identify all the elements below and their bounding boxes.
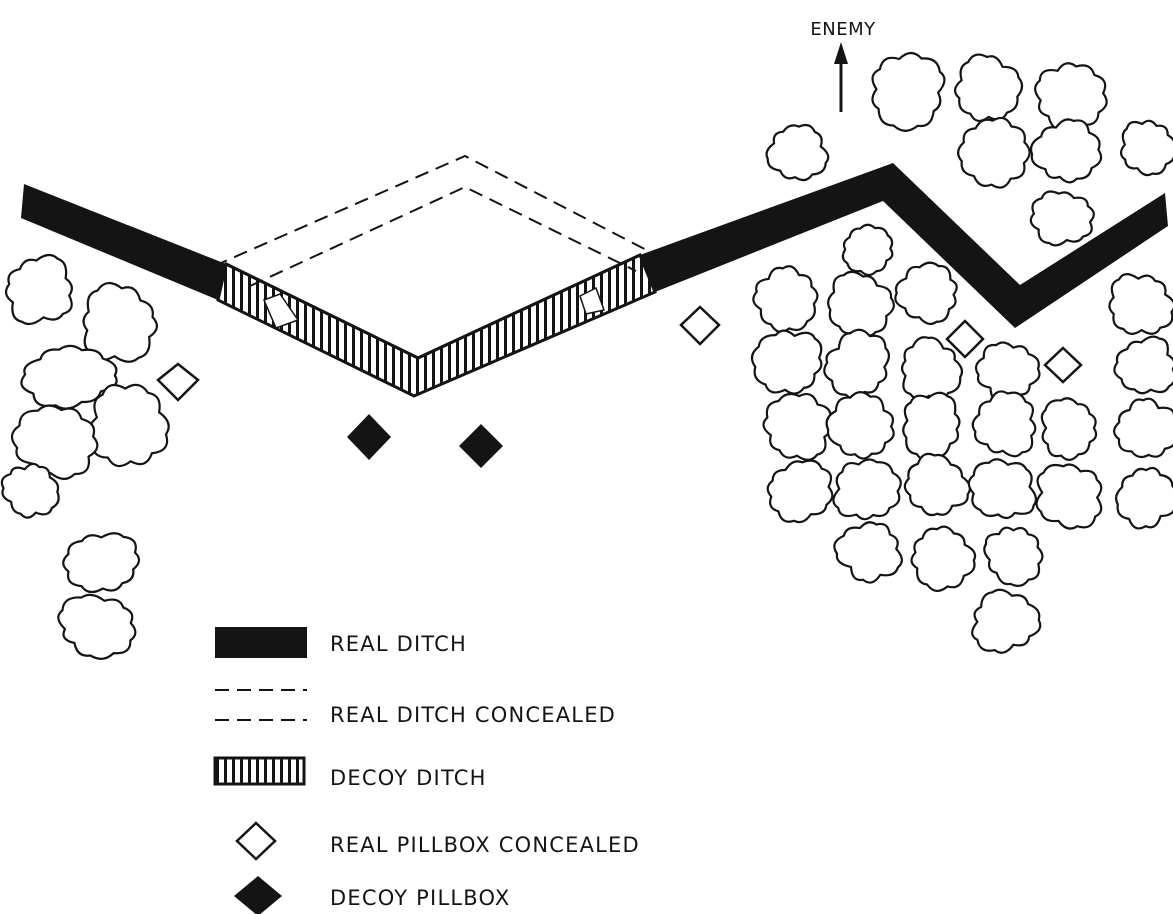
decoy-ditch [216,252,657,398]
bush-outline [1035,463,1103,530]
bush-outline [871,51,946,132]
bush-outline [1119,119,1173,177]
bush-outline [1114,466,1173,530]
bush-outline [971,390,1037,458]
real-pillbox-4 [1043,346,1083,384]
legend-real-pillbox-swatch [235,821,277,861]
bush-outline [903,452,972,517]
legend-decoy-pillbox-swatch [234,876,282,914]
real-pillboxes-concealed [156,305,1083,402]
bush-outline [833,521,903,584]
bush-outline [87,383,170,468]
legend: REAL DITCH REAL DITCH CONCEALED DECOY DI… [213,627,640,914]
bush-outline [1029,190,1095,247]
bush-outline [750,329,823,395]
real-ditch [21,163,1168,328]
bush-outline [82,281,158,363]
real-ditch-concealed [213,154,659,287]
bush-outline [832,458,902,521]
vegetation-cover [0,51,1173,660]
bush-outline [1108,273,1173,335]
bush-outline [1113,335,1173,395]
bush-outline [954,53,1024,122]
bush-outline [766,459,834,524]
legend-real-ditch-swatch [215,627,307,658]
bush-outline [20,344,118,410]
concealed-ditch-inner-line [249,185,637,287]
bush-outline [765,123,830,182]
real-pillbox-3 [945,319,985,359]
bush-outline [57,593,137,660]
bush-outline [894,261,958,326]
legend-real-pillbox-label: REAL PILLBOX CONCEALED [330,833,640,857]
real-pillbox-2 [679,305,721,346]
legend-real-ditch-concealed-label: REAL DITCH CONCEALED [330,703,616,727]
bush-outline [823,328,890,400]
enemy-direction-arrow [834,42,848,112]
legend-real-ditch-label: REAL DITCH [330,632,467,656]
enemy-label: ENEMY [810,19,876,40]
legend-decoy-pillbox-label: DECOY PILLBOX [330,886,510,910]
bush-outline [827,270,895,337]
bush-outline [971,588,1042,654]
bush-outline [4,253,73,326]
bush-outline [752,265,819,333]
concealed-ditch-outer-line [213,154,659,267]
decoy-pillbox-1 [347,414,391,460]
real-ditch-left-segment [21,184,226,300]
decoy-pillboxes [347,414,503,468]
bush-outline [62,532,141,594]
bush-outline [825,391,895,460]
bush-outline [1040,397,1098,461]
bush-outline [957,116,1031,189]
bush-outline [1029,118,1103,184]
bush-outline [1113,397,1173,459]
decoy-pillbox-2 [459,424,503,468]
legend-decoy-ditch-label: DECOY DITCH [330,766,487,790]
bush-outline [0,462,60,519]
bush-outline [762,392,834,461]
bush-outline [967,458,1038,520]
bush-outline [841,223,894,277]
bush-outline [902,391,961,462]
bush-outline [983,526,1044,587]
legend-real-ditch-concealed-swatch [215,689,307,721]
bush-outline [910,525,977,592]
real-ditch-right-segment [640,163,1168,328]
bush-outline [900,336,964,400]
real-pillbox-1 [156,362,200,402]
legend-decoy-ditch-swatch [213,756,306,786]
